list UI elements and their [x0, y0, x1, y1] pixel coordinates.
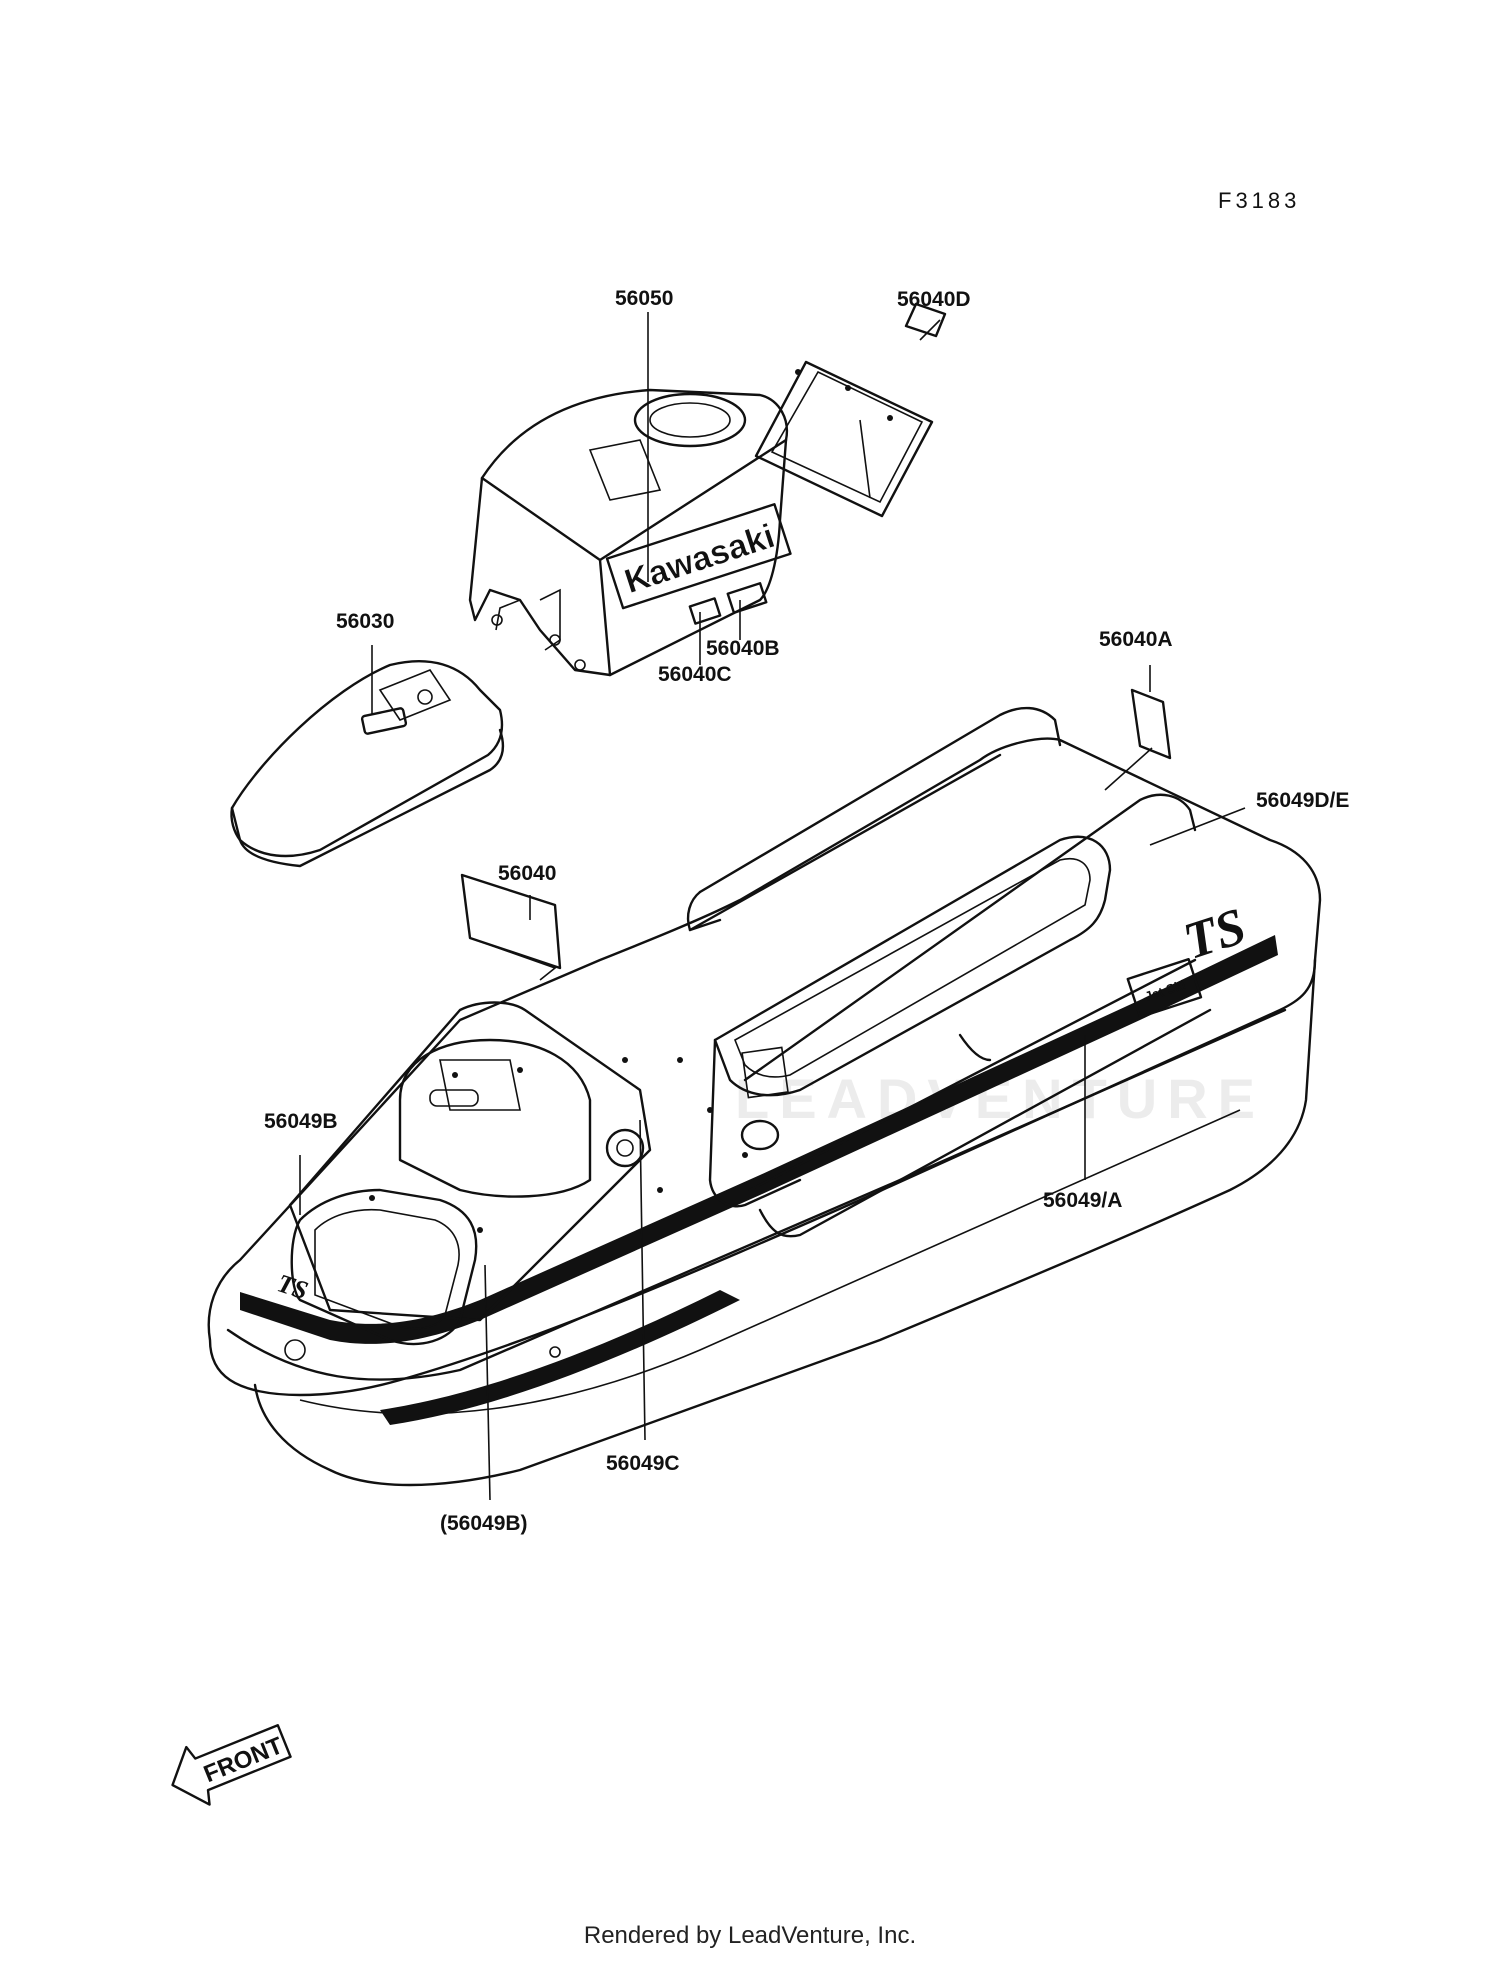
svg-text:TS: TS	[274, 1268, 312, 1305]
front-arrow: FRONT	[171, 1724, 292, 1806]
decal-56040a	[1130, 688, 1172, 760]
callout-56040a: 56040A	[1099, 628, 1173, 651]
decal-56040d	[904, 302, 947, 338]
leader-lines	[299, 312, 1246, 1501]
callout-56050: 56050	[615, 287, 673, 310]
footer-credit: Rendered by LeadVenture, Inc.	[584, 1922, 916, 1949]
callout-56049b: 56049B	[264, 1110, 338, 1133]
decal-56030	[360, 707, 408, 735]
seat-56030-part	[230, 659, 505, 868]
bow-model-decal: TS	[274, 1268, 312, 1305]
callout-56049a: 56049/A	[1043, 1189, 1122, 1212]
callout-56040c: 56040C	[658, 663, 732, 686]
callout-56049de: 56049D/E	[1256, 789, 1349, 812]
decal-56040b	[726, 582, 768, 614]
callout-56049b-ref: (56049B)	[440, 1512, 528, 1535]
figure-code: F3183	[1218, 188, 1300, 213]
hood-56050-part: Kawasaki	[468, 388, 792, 677]
decal-56040c	[688, 597, 722, 625]
decal-56040	[460, 873, 562, 981]
callout-56040: 56040	[498, 862, 556, 885]
callout-56040b: 56040B	[706, 637, 780, 660]
label-plate-56040d-part	[754, 302, 947, 518]
callout-56049c: 56049C	[606, 1452, 680, 1475]
callout-56030: 56030	[336, 610, 394, 633]
callout-56040d: 56040D	[897, 288, 971, 311]
front-arrow-label: FRONT	[200, 1732, 287, 1788]
